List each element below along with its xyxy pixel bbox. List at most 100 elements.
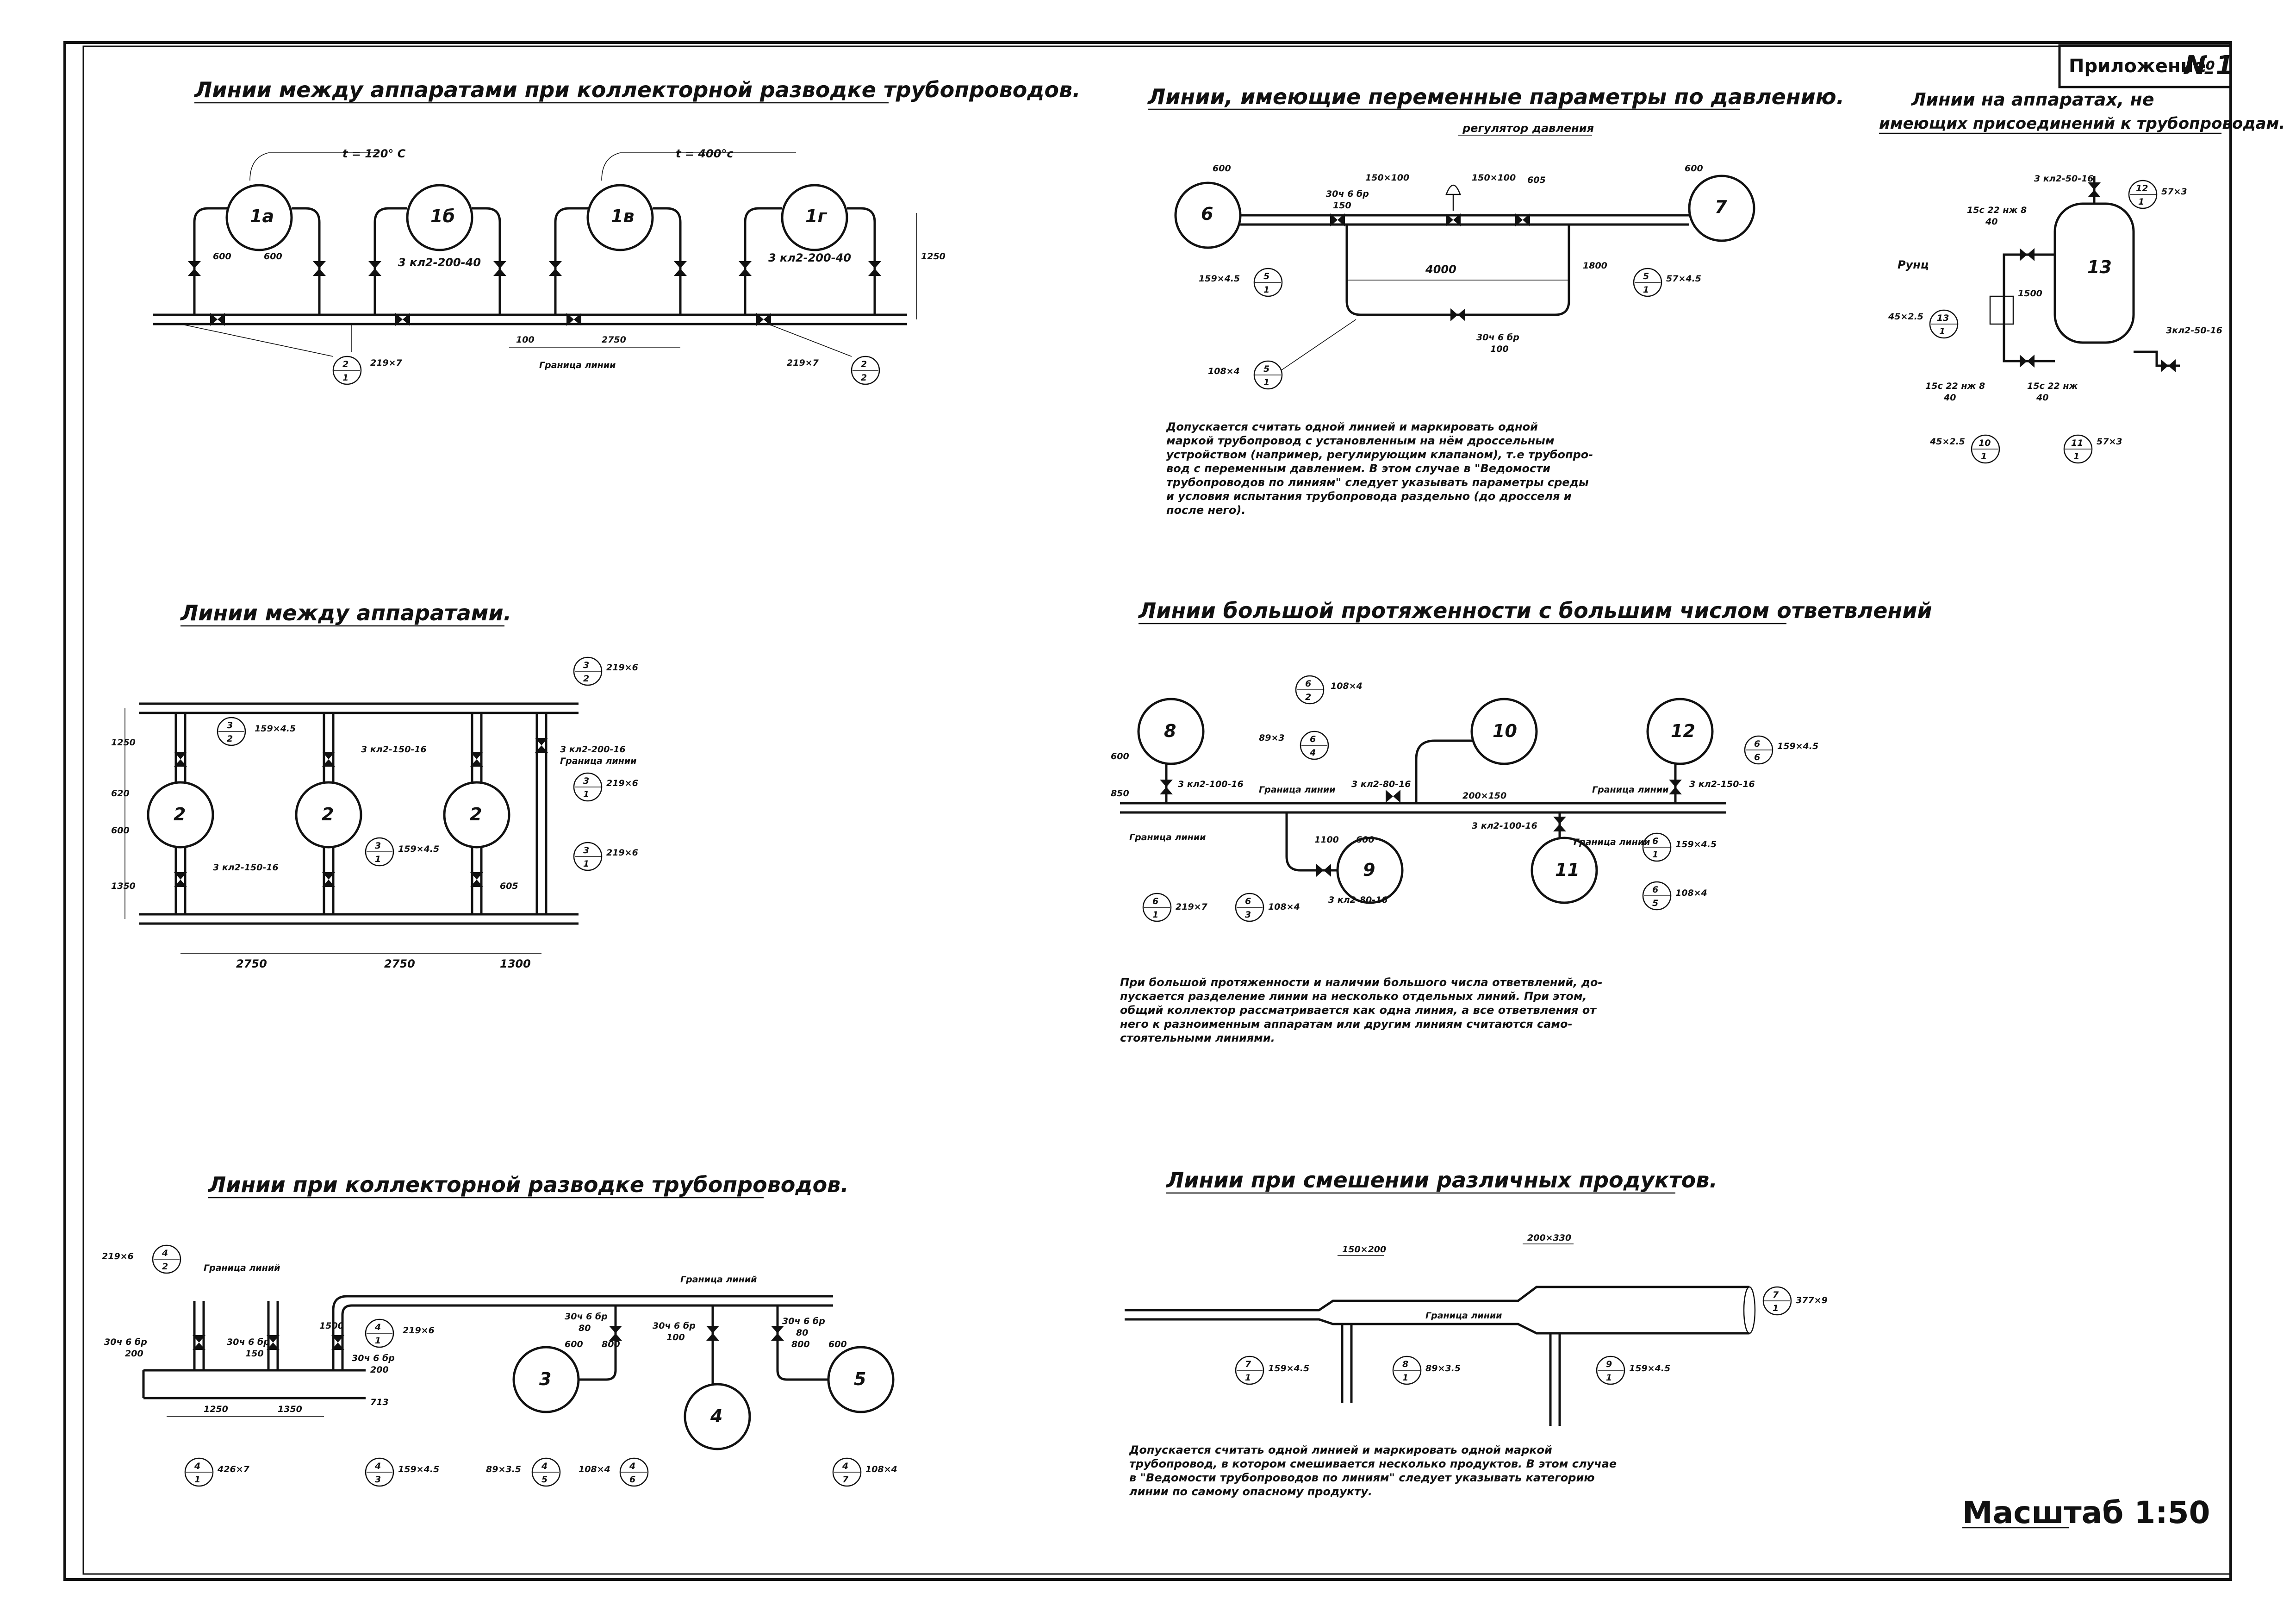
tag-bottom: 1 — [1606, 1373, 1612, 1383]
tag-bottom: 3 — [1245, 910, 1251, 920]
boundary-label: Граница линии — [539, 360, 616, 370]
valve-spec: 150 — [245, 1349, 264, 1359]
line-tag — [1235, 893, 1264, 922]
line-tag — [152, 1244, 181, 1274]
dim: 1500 — [319, 1321, 344, 1331]
line-tag — [832, 1457, 862, 1487]
tag-bottom: 2 — [583, 674, 589, 684]
apparatus-label: 2 — [322, 804, 334, 824]
valve-spec: 80 — [579, 1323, 591, 1333]
note-line: него к разноименным аппаратам или другим… — [1120, 1018, 1572, 1031]
reducer: 150×200 — [1342, 1244, 1386, 1255]
dim: 1250 — [921, 251, 946, 262]
valve-spec: 3 кл2-150-16 — [361, 744, 427, 755]
tag-bottom: 1 — [1643, 285, 1649, 295]
tag-bottom: 1 — [375, 1336, 381, 1346]
dim: 600 — [1111, 751, 1129, 762]
valve-spec: 30ч 6 бр — [653, 1321, 696, 1331]
tag-top: 6 — [1305, 679, 1311, 689]
tag-top: 5 — [1263, 271, 1269, 281]
dim: 1350 — [278, 1404, 302, 1414]
boundary-label: Граница линии — [1129, 832, 1206, 843]
note-line: маркой трубопровод с установленным на нё… — [1166, 434, 1555, 447]
inner-frame — [82, 45, 2232, 1575]
apparatus-2b — [295, 781, 362, 849]
valve-spec: 150 — [1333, 200, 1351, 211]
valve-spec: 3 кл2-100-16 — [1472, 821, 1537, 831]
tag-top: 7 — [1773, 1290, 1779, 1300]
valve-spec: 3 кл2-80-16 — [1328, 895, 1388, 905]
pipe-size: 159×4.5 — [398, 844, 439, 854]
dim: 600 — [111, 825, 130, 836]
reducer: 150×100 — [1365, 173, 1409, 183]
valve-spec: 40 — [1985, 217, 1997, 227]
pipe-size: 219×6 — [102, 1251, 134, 1262]
line-tag — [1295, 675, 1325, 705]
section3-title: Линии на аппаратах, не — [1911, 89, 2154, 110]
temp-right: t = 400°c — [676, 147, 734, 160]
tag-bottom: 6 — [1754, 752, 1760, 762]
dim: 605 — [500, 881, 518, 891]
tag-top: 3 — [583, 660, 589, 670]
pipe-size: 377×9 — [1796, 1295, 1828, 1305]
apparatus-label: 1а — [250, 206, 274, 226]
tag-top: 4 — [541, 1461, 548, 1471]
outer-frame — [63, 41, 2232, 1581]
section7-title: Линии при смешении различных продуктов. — [1165, 1168, 1717, 1193]
apparatus-label: 11 — [1555, 860, 1580, 880]
section-apparatus-no-pipes: Линии на аппаратах, не имеющих присоедин… — [1879, 89, 2285, 464]
tag-bottom: 2 — [227, 734, 233, 744]
apparatus-label: 8 — [1164, 721, 1176, 741]
apparatus-1a — [225, 184, 293, 251]
pipe-size: 108×4 — [579, 1464, 610, 1474]
section1-title: Линии между аппаратами при коллекторной … — [193, 77, 1081, 102]
dim: 4000 — [1425, 263, 1456, 276]
note-line: общий коллектор рассматривается как одна… — [1120, 1004, 1597, 1017]
regulator-label: регулятор давления — [1462, 122, 1594, 135]
valve-spec: 3 кл2-200-40 — [398, 256, 481, 269]
apparatus-label: 9 — [1363, 860, 1375, 880]
section-collector-lines-2: Линии при коллекторной разводке трубопро… — [102, 1172, 897, 1487]
apparatus-7 — [1688, 175, 1755, 242]
tag-top: 6 — [1310, 734, 1316, 744]
tag-bottom: 2 — [1305, 692, 1311, 702]
apparatus-label: 1б — [430, 206, 455, 226]
line-tag — [1235, 1355, 1264, 1385]
line-tag — [217, 717, 246, 746]
valve-spec: 40 — [1943, 393, 1956, 403]
apparatus-label: 7 — [1715, 197, 1727, 217]
tag-top: 4 — [374, 1461, 381, 1471]
valve-spec: 3 кл2-100-16 — [1178, 779, 1244, 789]
dim: 1100 — [1314, 835, 1339, 845]
apparatus-1c — [586, 184, 654, 251]
pipe-size: 89×3.5 — [486, 1464, 521, 1474]
section-pressure-variable: Линии, имеющие переменные параметры по д… — [1147, 84, 1844, 517]
apparatus-label: 3 — [539, 1369, 551, 1389]
pipe-size: 159×4.5 — [1268, 1363, 1309, 1374]
line-tag — [1253, 360, 1283, 390]
tag-bottom: 2 — [861, 373, 867, 383]
pipe-size: 159×4.5 — [1675, 839, 1717, 849]
line-tag — [184, 1457, 214, 1487]
tag-bottom: 1 — [2138, 197, 2144, 207]
apparatus-label: 6 — [1201, 204, 1213, 224]
line-tag — [1762, 1286, 1792, 1316]
note-line: трубопровод, в котором смешивается неско… — [1129, 1457, 1617, 1470]
tag-bottom: 1 — [1939, 326, 1945, 337]
apparatus-4 — [684, 1383, 751, 1450]
note-line: стоятельными линиями. — [1120, 1031, 1275, 1044]
dim: 600 — [565, 1339, 583, 1349]
tag-bottom: 1 — [194, 1474, 200, 1485]
tag-top: 4 — [194, 1461, 200, 1471]
dim: 713 — [370, 1397, 389, 1407]
boundary-label: Граница линии — [1592, 785, 1668, 795]
tag-bottom: 1 — [1263, 285, 1269, 295]
note-line: после него). — [1166, 504, 1245, 517]
line-tag — [1642, 832, 1672, 862]
tag-top: 2 — [861, 359, 867, 369]
apparatus-2c — [443, 781, 510, 849]
line-tag — [1142, 893, 1172, 922]
tag-top: 4 — [162, 1248, 168, 1258]
pipe-size: 219×6 — [606, 848, 638, 858]
line-tag — [531, 1457, 561, 1487]
